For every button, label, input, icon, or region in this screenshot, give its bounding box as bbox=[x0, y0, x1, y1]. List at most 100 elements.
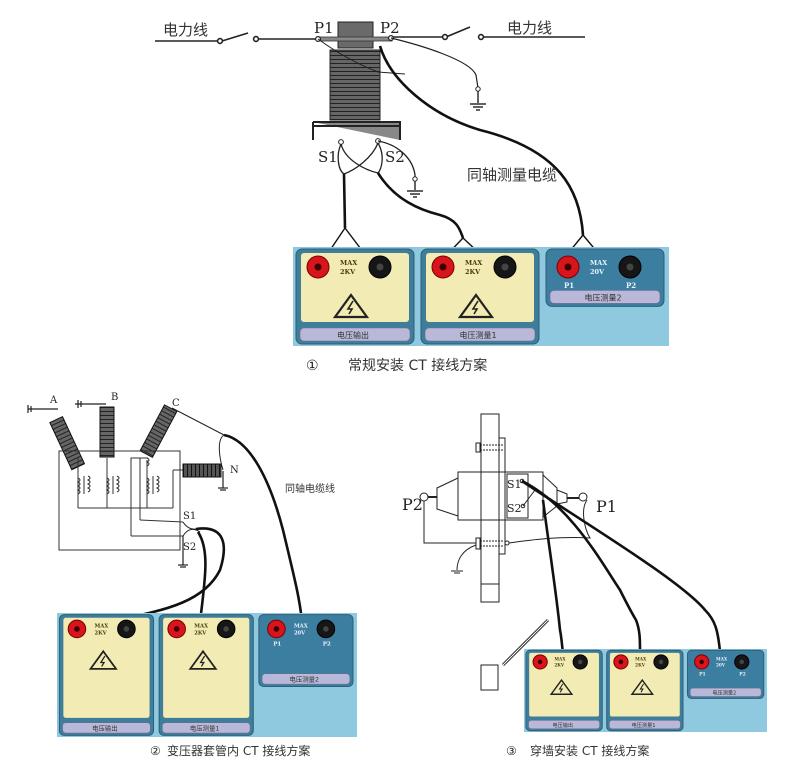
caption-number: ② bbox=[150, 744, 161, 758]
s1-label: S1 bbox=[183, 511, 196, 522]
wall bbox=[480, 413, 500, 585]
diagram-2-transformer-bushing-ct: A B C bbox=[27, 392, 357, 758]
phase-c-label: C bbox=[172, 398, 180, 409]
p1-label: P1 bbox=[314, 19, 334, 37]
p2-terminal-label: P2 bbox=[739, 671, 746, 677]
module-label: 电压测量2 bbox=[290, 675, 320, 684]
max-label: MAX bbox=[716, 657, 728, 662]
black-terminal-jack[interactable] bbox=[216, 619, 236, 639]
s2-label: S2 bbox=[385, 148, 405, 166]
black-terminal-jack[interactable] bbox=[734, 654, 750, 670]
ground-icon bbox=[218, 471, 228, 491]
bushing-a bbox=[49, 416, 86, 471]
module-label: 电压测量2 bbox=[712, 689, 736, 697]
p1-terminal-label: P1 bbox=[564, 281, 574, 290]
module-label: 电压输出 bbox=[92, 724, 118, 733]
power-line-right bbox=[392, 26, 585, 41]
ct-insulator-stack bbox=[329, 49, 381, 121]
max-label: MAX bbox=[590, 259, 608, 267]
ground-icon bbox=[407, 181, 423, 198]
p1-label: P1 bbox=[596, 497, 617, 516]
coaxial-cable bbox=[521, 479, 722, 653]
caption: 常规安装 CT 接线方案 bbox=[348, 357, 487, 374]
red-terminal-jack[interactable] bbox=[694, 654, 710, 670]
red-terminal-jack[interactable] bbox=[556, 255, 580, 279]
module-label: 电压输出 bbox=[552, 721, 573, 729]
black-terminal-jack[interactable] bbox=[117, 619, 136, 639]
black-terminal-jack[interactable] bbox=[316, 619, 336, 639]
voltage-rating: 2KV bbox=[95, 631, 108, 637]
voltage-rating: 20V bbox=[294, 631, 306, 637]
high-voltage-warning-icon bbox=[630, 678, 655, 695]
voltage-rating: 2KV bbox=[554, 662, 565, 667]
reference-box bbox=[480, 664, 499, 691]
red-terminal-jack[interactable] bbox=[167, 619, 186, 639]
module-label: 电压测量2 bbox=[584, 292, 621, 302]
voltage-rating: 2KV bbox=[340, 268, 356, 276]
max-label: MAX bbox=[194, 623, 208, 629]
red-terminal-jack[interactable] bbox=[267, 619, 286, 639]
red-terminal-jack[interactable] bbox=[613, 654, 629, 670]
ground-icon bbox=[178, 536, 188, 568]
p2-terminal-label: P2 bbox=[323, 642, 331, 648]
module-2: 电压测量1 MAX 2KV bbox=[158, 614, 254, 736]
caption-number: ③ bbox=[506, 744, 517, 758]
diagram-1-conventional-ct: 电力线 电力线 P1 P2 S1 S2 bbox=[155, 19, 669, 374]
module-label: 电压测量1 bbox=[459, 330, 496, 340]
red-terminal-jack[interactable] bbox=[532, 654, 548, 670]
black-terminal-jack[interactable] bbox=[653, 654, 669, 670]
phase-b-label: B bbox=[111, 392, 118, 403]
s1-label: S1 bbox=[507, 478, 522, 491]
max-label: MAX bbox=[554, 657, 566, 662]
caption-number: ① bbox=[306, 358, 319, 374]
p1-terminal-label: P1 bbox=[273, 642, 281, 648]
s2-label: S2 bbox=[507, 502, 522, 515]
voltage-rating: 20V bbox=[716, 662, 726, 667]
neutral-bushing bbox=[182, 463, 222, 478]
max-label: MAX bbox=[340, 259, 358, 267]
red-terminal-jack[interactable] bbox=[67, 619, 87, 639]
voltage-rating: 2KV bbox=[194, 631, 207, 637]
bushing-c bbox=[139, 404, 178, 459]
coaxial-cable-label: 同轴测量电缆 bbox=[467, 166, 557, 184]
black-terminal-jack[interactable] bbox=[493, 255, 517, 279]
s1-terminal bbox=[338, 139, 344, 145]
black-terminal-jack[interactable] bbox=[572, 654, 588, 670]
max-label: MAX bbox=[294, 623, 308, 629]
p2-label: P2 bbox=[380, 19, 400, 37]
red-terminal-jack[interactable] bbox=[306, 255, 330, 279]
black-terminal-jack[interactable] bbox=[618, 255, 642, 279]
power-line-left bbox=[155, 32, 318, 45]
bushing-b bbox=[99, 406, 115, 458]
phase-a-label: A bbox=[49, 395, 58, 406]
black-terminal-jack[interactable] bbox=[368, 255, 392, 279]
ct-primary-head bbox=[337, 21, 374, 49]
red-terminal-jack[interactable] bbox=[431, 255, 455, 279]
max-label: MAX bbox=[635, 657, 647, 662]
voltage-rating: 2KV bbox=[465, 268, 481, 276]
winding-icon bbox=[76, 457, 160, 495]
module-label: 电压测量1 bbox=[632, 721, 656, 729]
high-voltage-warning-icon bbox=[88, 649, 118, 670]
coaxial-cable bbox=[114, 433, 304, 623]
module-label: 电压测量1 bbox=[190, 724, 220, 733]
high-voltage-warning-icon bbox=[549, 678, 574, 695]
high-voltage-warning-icon bbox=[332, 293, 370, 319]
high-voltage-warning-icon bbox=[188, 649, 218, 670]
power-line-left-label: 电力线 bbox=[163, 21, 208, 39]
coaxial-cable-label: 同轴电缆线 bbox=[285, 482, 335, 495]
neutral-label: N bbox=[230, 465, 239, 476]
caption: 穿墙安装 CT 接线方案 bbox=[530, 743, 649, 758]
voltage-rating: 2KV bbox=[635, 662, 646, 667]
transformer-tank bbox=[58, 450, 181, 551]
